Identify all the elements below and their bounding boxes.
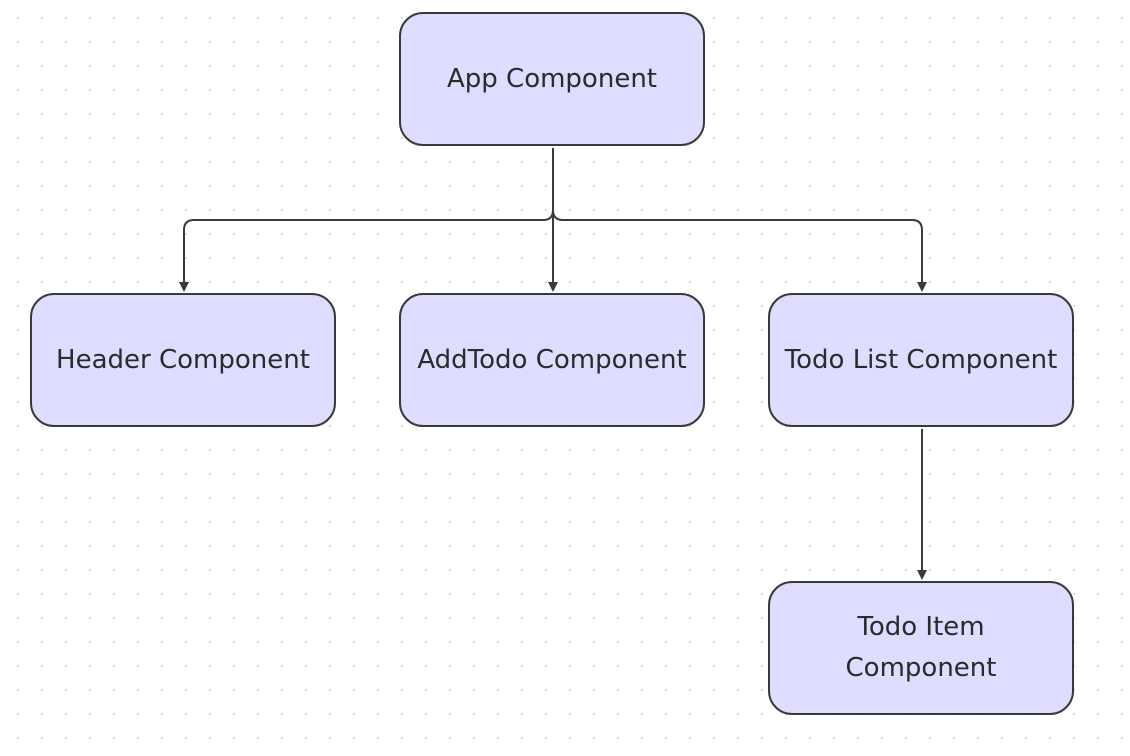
- node-label: AddTodo Component: [417, 344, 687, 375]
- node-label: Header Component: [56, 344, 310, 375]
- node-label: Todo Item Component: [845, 612, 997, 683]
- node-todoitem-component[interactable]: Todo Item Component: [768, 581, 1074, 715]
- node-app-component[interactable]: App Component: [399, 12, 705, 146]
- node-header-component[interactable]: Header Component: [30, 293, 336, 427]
- node-label: Todo List Component: [784, 344, 1058, 375]
- node-addtodo-component[interactable]: AddTodo Component: [399, 293, 705, 427]
- node-label: App Component: [446, 63, 657, 94]
- node-todolist-component[interactable]: Todo List Component: [768, 293, 1074, 427]
- edge-app-to-todolist: [552, 148, 927, 292]
- edge-app-to-header: [179, 148, 554, 292]
